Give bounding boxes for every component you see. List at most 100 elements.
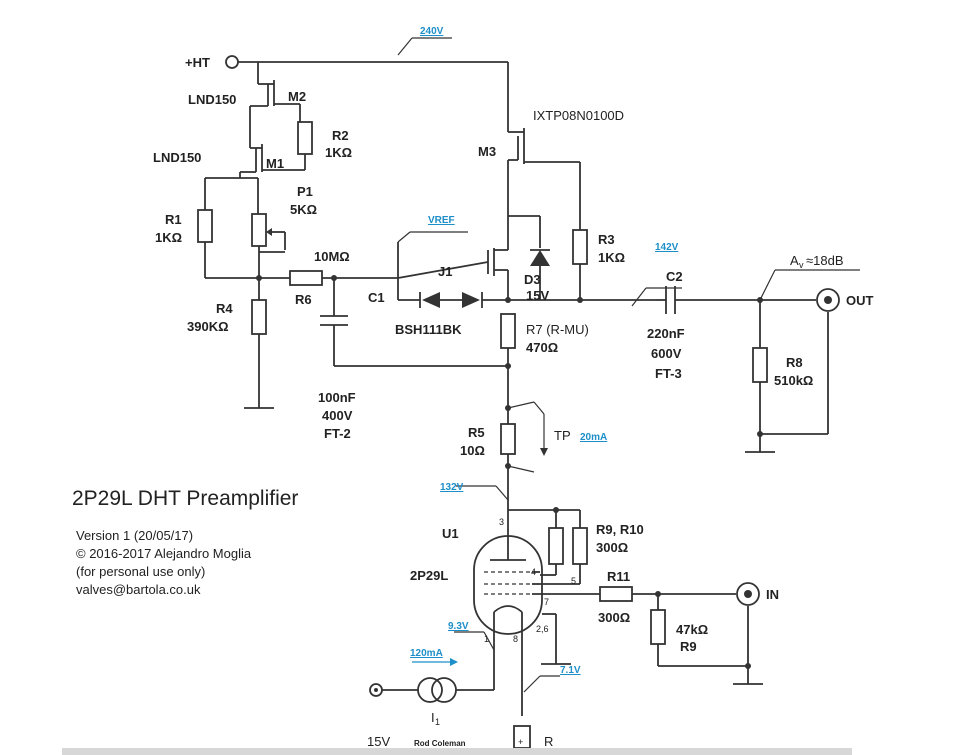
- r7-label: R7 (R-MU): [526, 322, 589, 337]
- j1-label: J1: [438, 264, 452, 279]
- ht-rail: [225, 37, 509, 132]
- m2-part-label: LND150: [188, 92, 236, 107]
- r11-label: R11: [607, 569, 630, 584]
- resistor-r6: [289, 270, 323, 286]
- voltage-vref: VREF: [428, 215, 455, 226]
- r5-label: R5: [468, 425, 485, 440]
- voltage-9-3v: 9.3V: [448, 621, 469, 632]
- resistor-r5: [500, 423, 516, 455]
- junction-dot: [577, 297, 583, 303]
- r9-value: 47kΩ: [676, 622, 708, 637]
- c2-type: FT-3: [655, 366, 682, 381]
- email-text: valves@bartola.co.uk: [76, 582, 201, 597]
- r3-value: 1KΩ: [598, 250, 625, 265]
- current-source-subscript: 1: [435, 717, 440, 727]
- pin-2-6: 2,6: [536, 624, 549, 634]
- r4-value: 390KΩ: [187, 319, 229, 334]
- r1-value: 1KΩ: [155, 230, 182, 245]
- current-20ma: 20mA: [580, 432, 607, 443]
- resistor-r4: [251, 299, 267, 335]
- gain-symbol: A: [790, 253, 799, 268]
- r6-label: R6: [295, 292, 312, 307]
- c1-type: FT-2: [324, 426, 351, 441]
- r7-value: 470Ω: [526, 340, 558, 355]
- voltage-142v: 142V: [655, 242, 679, 253]
- r5-value: 10Ω: [460, 443, 485, 458]
- tp-label: TP: [554, 428, 571, 443]
- capacitor-c2: [656, 286, 816, 314]
- c2-value: 220nF: [647, 326, 685, 341]
- tube-type-label: 2P29L: [410, 568, 448, 583]
- r2-value: 1KΩ: [325, 145, 352, 160]
- junction-dot: [745, 663, 751, 669]
- current-120ma: 120mA: [410, 648, 443, 659]
- supply-15v-label: 15V: [367, 734, 390, 749]
- current-source-label: I: [431, 710, 435, 725]
- capacitor-c1: [320, 278, 508, 367]
- diodes-bsh111bk: [397, 278, 508, 308]
- junction-dot: [757, 431, 763, 437]
- copyright-text: © 2016-2017 Alejandro Moglia: [76, 546, 252, 561]
- test-point-leads: [507, 401, 548, 473]
- m2-label: M2: [288, 89, 306, 104]
- r8-value: 510kΩ: [774, 373, 813, 388]
- voltage-7-1v: 7.1V: [560, 665, 581, 676]
- c1-voltage: 400V: [322, 408, 353, 423]
- m1-label: M1: [266, 156, 284, 171]
- in-label: IN: [766, 587, 779, 602]
- u1-label: U1: [442, 526, 459, 541]
- voltage-132v: 132V: [440, 482, 464, 493]
- pin-1: 1: [484, 634, 489, 644]
- current-source-i1: [369, 658, 494, 703]
- r9-label: R9: [680, 639, 697, 654]
- r6-value: 10MΩ: [314, 249, 350, 264]
- m1-part-label: LND150: [153, 150, 201, 165]
- m3-label: M3: [478, 144, 496, 159]
- r9-r10-value: 300Ω: [596, 540, 628, 555]
- input-jack: [736, 582, 760, 606]
- diagram-title: 2P29L DHT Preamplifier: [72, 487, 298, 510]
- r1-label: R1: [165, 212, 182, 227]
- diode-part-label: BSH111BK: [395, 322, 462, 337]
- r2-label: R2: [332, 128, 349, 143]
- r4-label: R4: [216, 301, 233, 316]
- gain-value: ≈18dB: [806, 253, 844, 268]
- resistor-r8: [752, 347, 768, 383]
- rod-coleman-label: Rod Coleman: [414, 739, 466, 748]
- c2-voltage: 600V: [651, 346, 682, 361]
- mosfet-m1: [205, 144, 305, 214]
- pin-3: 3: [499, 517, 504, 527]
- junction-dot: [505, 297, 511, 303]
- pin-5: 5: [571, 576, 576, 586]
- c1-value: 100nF: [318, 390, 356, 405]
- tube-u1: [473, 518, 600, 716]
- gain-subscript: v: [799, 260, 804, 270]
- pin-7: 7: [544, 597, 549, 607]
- out-label: OUT: [846, 293, 874, 308]
- ht-label: +HT: [185, 55, 210, 70]
- r8-label: R8: [786, 355, 803, 370]
- version-text: Version 1 (20/05/17): [76, 528, 193, 543]
- usage-text: (for personal use only): [76, 564, 205, 579]
- c1-label: C1: [368, 290, 385, 305]
- voltage-240v: 240V: [420, 26, 444, 37]
- d3-label: D3: [524, 272, 541, 287]
- zener-d3: [530, 216, 550, 300]
- r9-r10-label: R9, R10: [596, 522, 644, 537]
- r3-label: R3: [598, 232, 615, 247]
- resistor-r11: [599, 586, 633, 602]
- filament-resistor-label: R: [544, 734, 553, 749]
- c2-label: C2: [666, 269, 683, 284]
- p1-label: P1: [297, 184, 313, 199]
- resistor-r1: [197, 209, 213, 243]
- resistor-r10: [572, 527, 588, 565]
- junction-dot: [505, 363, 511, 369]
- p1-value: 5KΩ: [290, 202, 317, 217]
- resistor-r9-grid: [650, 609, 666, 645]
- m3-part-label: IXTP08N0100D: [533, 108, 624, 123]
- potentiometer-p1: [251, 213, 286, 278]
- resistor-r3: [572, 229, 588, 265]
- resistor-r9: [548, 527, 564, 565]
- mosfet-m2: [249, 80, 301, 148]
